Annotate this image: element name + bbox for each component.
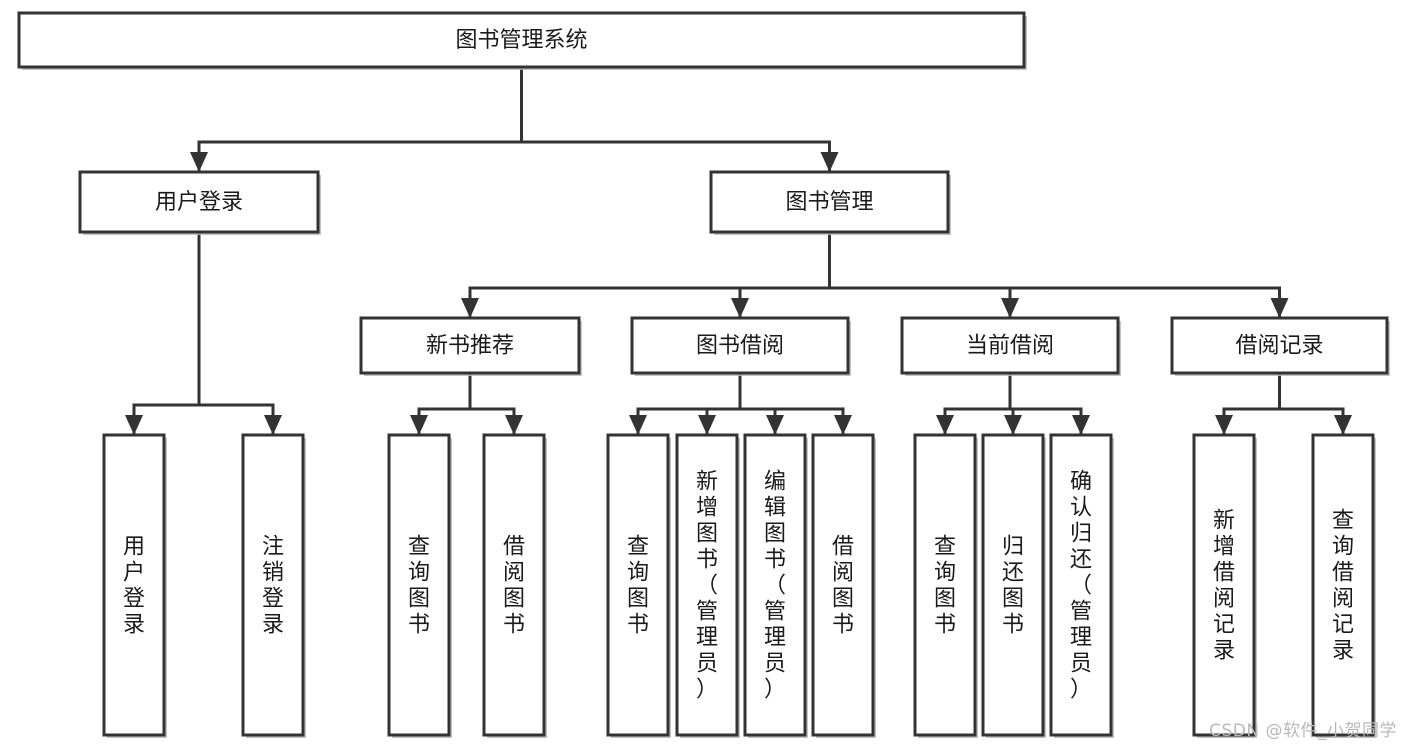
node-leaf-confirm-return[interactable]: 确认归还（管理员）: [1049, 433, 1114, 738]
arrow-head-icon: [461, 298, 479, 318]
node-label: 用户登录: [155, 190, 243, 215]
node-label: 图书借阅: [696, 334, 784, 359]
node-leaf-borrow-book-1[interactable]: 借阅图书: [482, 433, 547, 738]
node-box[interactable]: [359, 316, 581, 375]
node-box[interactable]: [606, 433, 670, 737]
node-new-book-rec[interactable]: 新书推荐: [359, 316, 582, 376]
node-label: 图书管理: [785, 190, 873, 215]
node-label: 注销登录: [262, 534, 284, 637]
arrow-head-icon: [1001, 298, 1019, 318]
arrow-head-icon: [410, 415, 428, 435]
node-leaf-add-record[interactable]: 新增借阅记录: [1192, 433, 1257, 738]
node-box[interactable]: [675, 433, 739, 737]
node-label: 新书推荐: [426, 334, 514, 359]
connector-layer: [125, 65, 1352, 436]
arrow-head-icon: [820, 152, 839, 172]
node-box[interactable]: [387, 433, 451, 737]
node-box[interactable]: [630, 316, 850, 375]
node-leaf-user-login[interactable]: 用户登录: [102, 433, 167, 738]
node-box[interactable]: [981, 433, 1045, 737]
arrow-head-icon: [1004, 415, 1022, 435]
node-current-borrow[interactable]: 当前借阅: [900, 316, 1121, 376]
node-label: 归还图书: [1002, 534, 1024, 637]
arrow-head-icon: [125, 415, 143, 435]
arrow-head-icon: [731, 298, 749, 318]
node-label: 借阅图书: [503, 534, 525, 637]
node-box[interactable]: [709, 170, 950, 234]
node-label: 查询图书: [934, 534, 956, 637]
node-box[interactable]: [78, 170, 320, 234]
node-label: 借阅记录: [1235, 334, 1323, 359]
arrow-head-icon: [936, 415, 954, 435]
arrow-head-icon: [264, 415, 282, 435]
watermark-text: CSDN @软件_小贺同学: [1209, 721, 1397, 741]
node-root[interactable]: 图书管理系统: [17, 11, 1027, 70]
arrow-head-icon: [1072, 415, 1090, 435]
node-leaf-borrow-book-2[interactable]: 借阅图书: [811, 433, 876, 738]
node-leaf-add-book[interactable]: 新增图书（管理员）: [675, 433, 740, 738]
node-book-borrow[interactable]: 图书借阅: [630, 316, 851, 376]
arrow-head-icon: [190, 152, 208, 172]
arrow-head-icon: [698, 415, 716, 435]
node-label: 编辑图书（管理员）: [764, 469, 786, 702]
node-leaf-query-book-2[interactable]: 查询图书: [606, 433, 671, 738]
node-box[interactable]: [241, 433, 305, 737]
node-label: 新增图书（管理员）: [696, 469, 718, 702]
node-leaf-edit-book[interactable]: 编辑图书（管理员）: [743, 433, 808, 738]
arrow-head-icon: [1270, 298, 1289, 318]
arrow-head-icon: [834, 415, 852, 435]
arrow-head-icon: [505, 415, 523, 435]
node-leaf-query-record[interactable]: 查询借阅记录: [1311, 433, 1376, 738]
node-leaf-query-book-3[interactable]: 查询图书: [913, 433, 978, 738]
node-box[interactable]: [900, 316, 1120, 375]
node-label: 查询图书: [408, 534, 430, 637]
node-book-manage[interactable]: 图书管理: [709, 170, 951, 235]
node-leaf-return-book[interactable]: 归还图书: [981, 433, 1046, 738]
node-layer: 图书管理系统用户登录图书管理新书推荐图书借阅当前借阅借阅记录用户登录注销登录查询…: [17, 11, 1390, 738]
node-box[interactable]: [1311, 433, 1375, 737]
arrow-head-icon: [1215, 415, 1233, 435]
node-user-login[interactable]: 用户登录: [78, 170, 321, 235]
node-box[interactable]: [913, 433, 977, 737]
node-label: 查询图书: [627, 534, 649, 637]
node-leaf-user-logout[interactable]: 注销登录: [241, 433, 306, 738]
node-label: 借阅图书: [832, 534, 854, 637]
node-box[interactable]: [1049, 433, 1113, 737]
arrow-head-icon: [766, 415, 784, 435]
node-borrow-record[interactable]: 借阅记录: [1170, 316, 1390, 376]
node-label: 查询借阅记录: [1332, 508, 1354, 663]
node-box[interactable]: [482, 433, 546, 737]
node-leaf-query-book-1[interactable]: 查询图书: [387, 433, 452, 738]
node-label: 图书管理系统: [455, 28, 587, 53]
node-box[interactable]: [1192, 433, 1256, 737]
arrow-head-icon: [1334, 415, 1352, 435]
node-box[interactable]: [743, 433, 807, 737]
node-label: 新增借阅记录: [1213, 508, 1235, 663]
node-box[interactable]: [811, 433, 875, 737]
node-box[interactable]: [1170, 316, 1389, 375]
node-box[interactable]: [17, 11, 1026, 69]
node-label: 用户登录: [123, 534, 145, 637]
node-label: 当前借阅: [966, 334, 1054, 359]
node-label: 确认归还（管理员）: [1070, 469, 1092, 702]
arrow-head-icon: [629, 415, 647, 435]
node-box[interactable]: [102, 433, 166, 737]
